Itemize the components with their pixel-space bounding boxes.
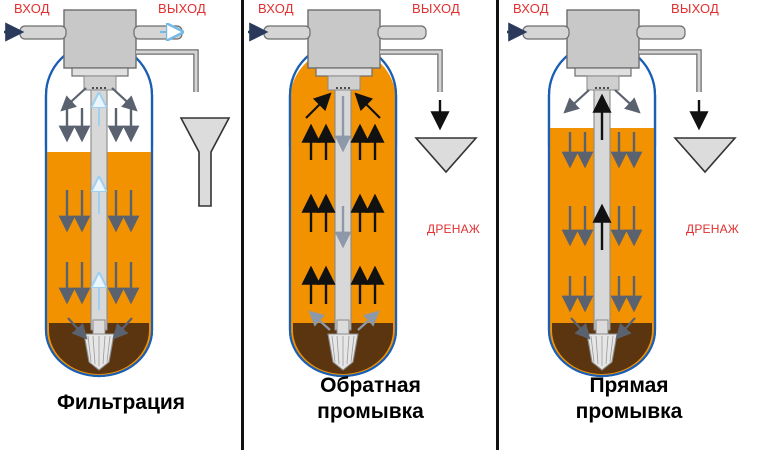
panel-caption-line-2: промывка: [317, 400, 424, 423]
panel-caption-line-1: Прямая: [589, 374, 669, 397]
drain-label: ДРЕНАЖ: [427, 222, 481, 236]
backwash-schematic: [248, 9, 478, 378]
filtration-schematic: [4, 9, 231, 378]
funnel-icon: [179, 117, 231, 207]
funnel-icon: [673, 137, 737, 174]
panel-caption: Обратная промывка: [244, 373, 497, 425]
panel-caption: Прямая промывка: [499, 373, 759, 425]
fast-rinse-schematic: [507, 9, 737, 378]
outlet-label: ВЫХОД: [671, 1, 720, 16]
panel-fast-rinse: ВХОД ВЫХОД ДРЕНАЖ: [499, 0, 759, 450]
funnel-icon: [414, 137, 478, 174]
panel-caption-line-1: Обратная: [320, 374, 421, 397]
inlet-label: ВХОД: [513, 1, 549, 16]
inlet-label: ВХОД: [258, 1, 294, 16]
panel-backwash: ВХОД ВЫХОД ДРЕНАЖ: [244, 0, 497, 450]
panel-divider-1: [241, 0, 244, 450]
inlet-label: ВХОД: [14, 1, 50, 16]
panel-divider-2: [496, 0, 499, 450]
panel-caption: Фильтрация: [56, 391, 186, 414]
outlet-label: ВЫХОД: [412, 1, 461, 16]
outlet-label: ВЫХОД: [158, 1, 207, 16]
panel-filtration: ВХОД ВЫХОД: [0, 0, 242, 450]
drain-label: ДРЕНАЖ: [686, 222, 740, 236]
panel-caption-line-2: промывка: [575, 400, 683, 423]
